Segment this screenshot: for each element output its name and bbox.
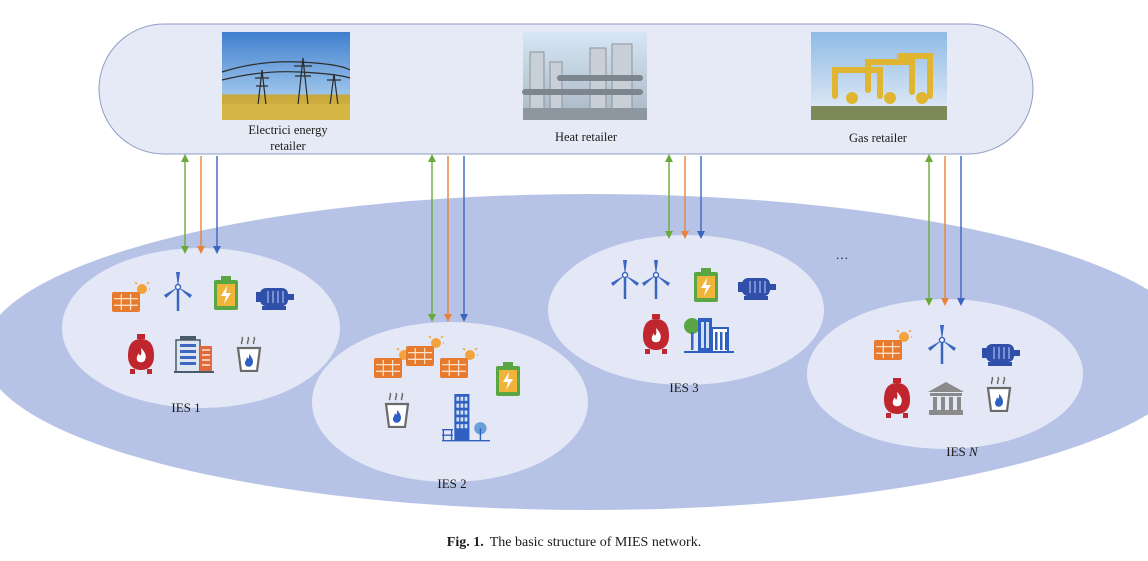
figure-caption-text: The basic structure of MIES network.: [489, 535, 702, 550]
gas-retailer-photo: [811, 32, 947, 120]
ies-n-connections: [925, 154, 965, 306]
ies-1-cluster: [62, 248, 340, 408]
figure-number: Fig. 1.: [446, 535, 484, 550]
electricity-retailer-photo: [221, 32, 351, 120]
ies-2-cluster: [312, 322, 588, 482]
heat-retailer-label: Heat retailer: [555, 130, 618, 144]
heat-retailer-photo: [522, 32, 647, 120]
battery-icon: [694, 268, 718, 302]
ies-1-connections: [181, 154, 221, 254]
ies-n-prefix: IES: [946, 444, 969, 459]
ies-n-cluster: [807, 299, 1083, 449]
ies-n-suffix: N: [968, 444, 979, 459]
battery-icon: [214, 276, 238, 310]
ies-1-label: IES 1: [171, 400, 200, 415]
ies-3-connections: [665, 154, 705, 239]
figure-caption: Fig. 1. The basic structure of MIES netwo…: [0, 535, 1148, 551]
ies-n-label: IES N: [946, 444, 979, 459]
electricity-retailer-label-line2: retailer: [270, 139, 306, 153]
more-ies-ellipsis: …: [836, 247, 849, 262]
ies-2-label: IES 2: [437, 476, 466, 491]
battery-icon: [496, 362, 520, 396]
gas-retailer-label: Gas retailer: [849, 131, 908, 145]
ies-3-label: IES 3: [669, 380, 698, 395]
ies-3-cluster: [548, 235, 824, 385]
electricity-retailer-label: Electrici energy: [248, 123, 328, 137]
ies-2-connections: [428, 154, 468, 322]
